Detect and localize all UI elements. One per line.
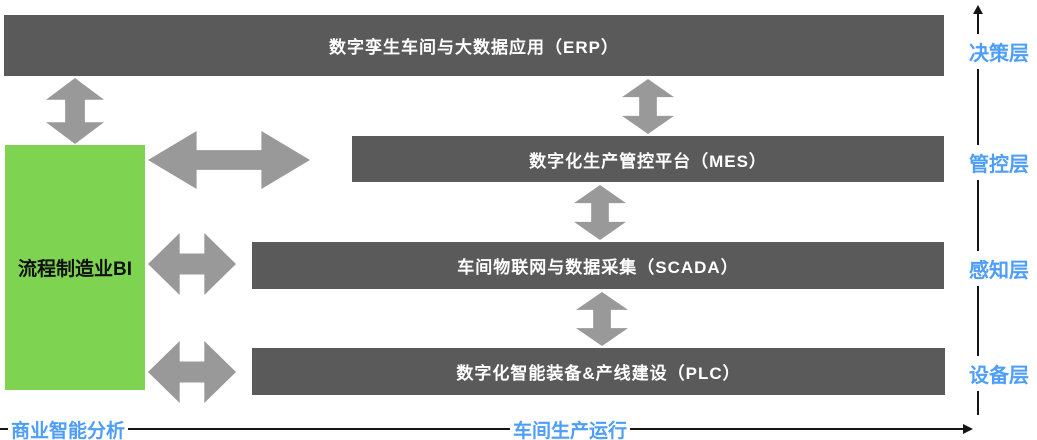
bi-box: 流程制造业BI xyxy=(5,145,145,390)
right-arrow-icon xyxy=(963,424,973,434)
plc-layer-label: 数字化智能装备&产线建设（PLC） xyxy=(456,364,741,383)
layer-label-equipment: 设备层 xyxy=(964,356,1034,391)
double-arrow-bi-mes-icon xyxy=(148,131,310,189)
double-arrow-mes-scada-icon xyxy=(574,185,626,240)
mes-layer-label: 数字化生产管控平台（MES） xyxy=(529,151,767,171)
erp-layer-bar: 数字孪生车间与大数据应用（ERP） xyxy=(4,15,944,76)
up-arrow-icon xyxy=(973,5,983,14)
right-axis-line xyxy=(977,10,979,415)
scada-layer-label: 车间物联网与数据采集（SCADA） xyxy=(457,258,739,277)
mes-layer-bar: 数字化生产管控平台（MES） xyxy=(352,136,944,182)
plc-layer-bar: 数字化智能装备&产线建设（PLC） xyxy=(252,348,945,395)
scada-layer-bar: 车间物联网与数据采集（SCADA） xyxy=(252,242,944,289)
bottom-label-workshop-operation: 车间生产运行 xyxy=(510,414,631,440)
double-arrow-scada-plc-icon xyxy=(576,292,628,346)
double-arrow-erp-mes-icon xyxy=(622,79,674,134)
double-arrow-bi-scada-icon xyxy=(148,233,236,295)
bi-box-label: 流程制造业BI xyxy=(17,259,132,280)
bottom-label-bi-analysis: 商业智能分析 xyxy=(8,414,129,440)
erp-layer-label: 数字孪生车间与大数据应用（ERP） xyxy=(329,38,619,57)
layer-label-decision: 决策层 xyxy=(964,34,1034,69)
layer-label-control: 管控层 xyxy=(964,145,1034,180)
layer-label-perception: 感知层 xyxy=(964,251,1034,286)
bottom-axis-line xyxy=(0,428,964,430)
double-arrow-bi-plc-icon xyxy=(148,341,236,403)
double-arrow-bi-erp-icon xyxy=(46,78,104,144)
